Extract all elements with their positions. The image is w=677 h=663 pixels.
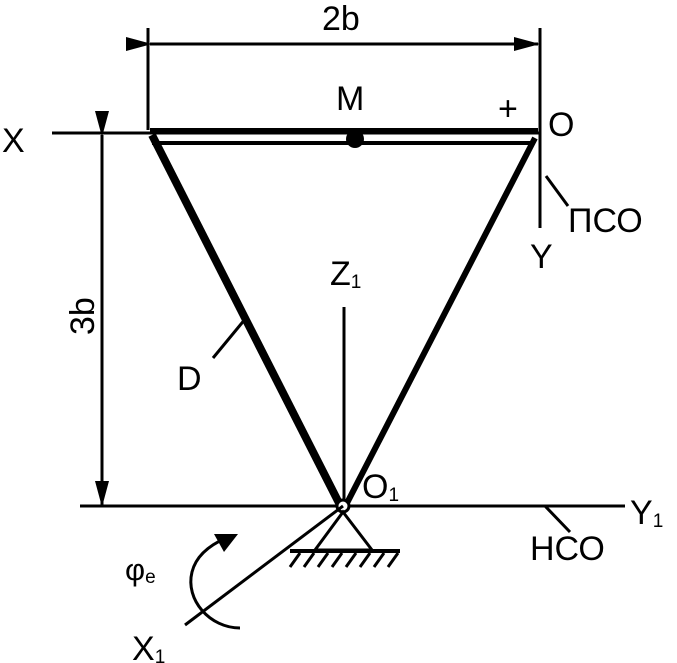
dim-3b-label: 3b [64, 297, 102, 335]
point-m-dot [346, 130, 364, 148]
axis-y1-label: Y1 [630, 494, 663, 532]
x1-axis-line [184, 504, 344, 627]
nso-leader-line [543, 504, 572, 534]
axis-x-label: X [2, 122, 25, 160]
pso-label: ПСО [568, 202, 643, 240]
axis-y-label: Y [530, 238, 553, 276]
axis-x1-label: X1 [132, 630, 165, 663]
origin-o-label: O [548, 106, 574, 144]
triangle-right-side [343, 136, 538, 507]
plus-sign: + [498, 90, 518, 128]
dim-2b-label: 2b [322, 0, 360, 38]
d-leader-line [211, 317, 248, 359]
ground-hatching [288, 552, 400, 568]
nso-label: НСО [530, 530, 605, 568]
phi-rotation-arrowhead [214, 534, 238, 552]
axis-z1-label: Z1 [330, 255, 361, 293]
origin-o1-label: O1 [362, 468, 399, 506]
support-triangle [312, 509, 376, 552]
point-m-label: M [336, 80, 364, 118]
pso-leader-line [544, 175, 570, 207]
body-d-label: D [177, 360, 202, 398]
phi-rotation-arc [189, 536, 241, 630]
phi-e-label: φe [125, 552, 156, 588]
